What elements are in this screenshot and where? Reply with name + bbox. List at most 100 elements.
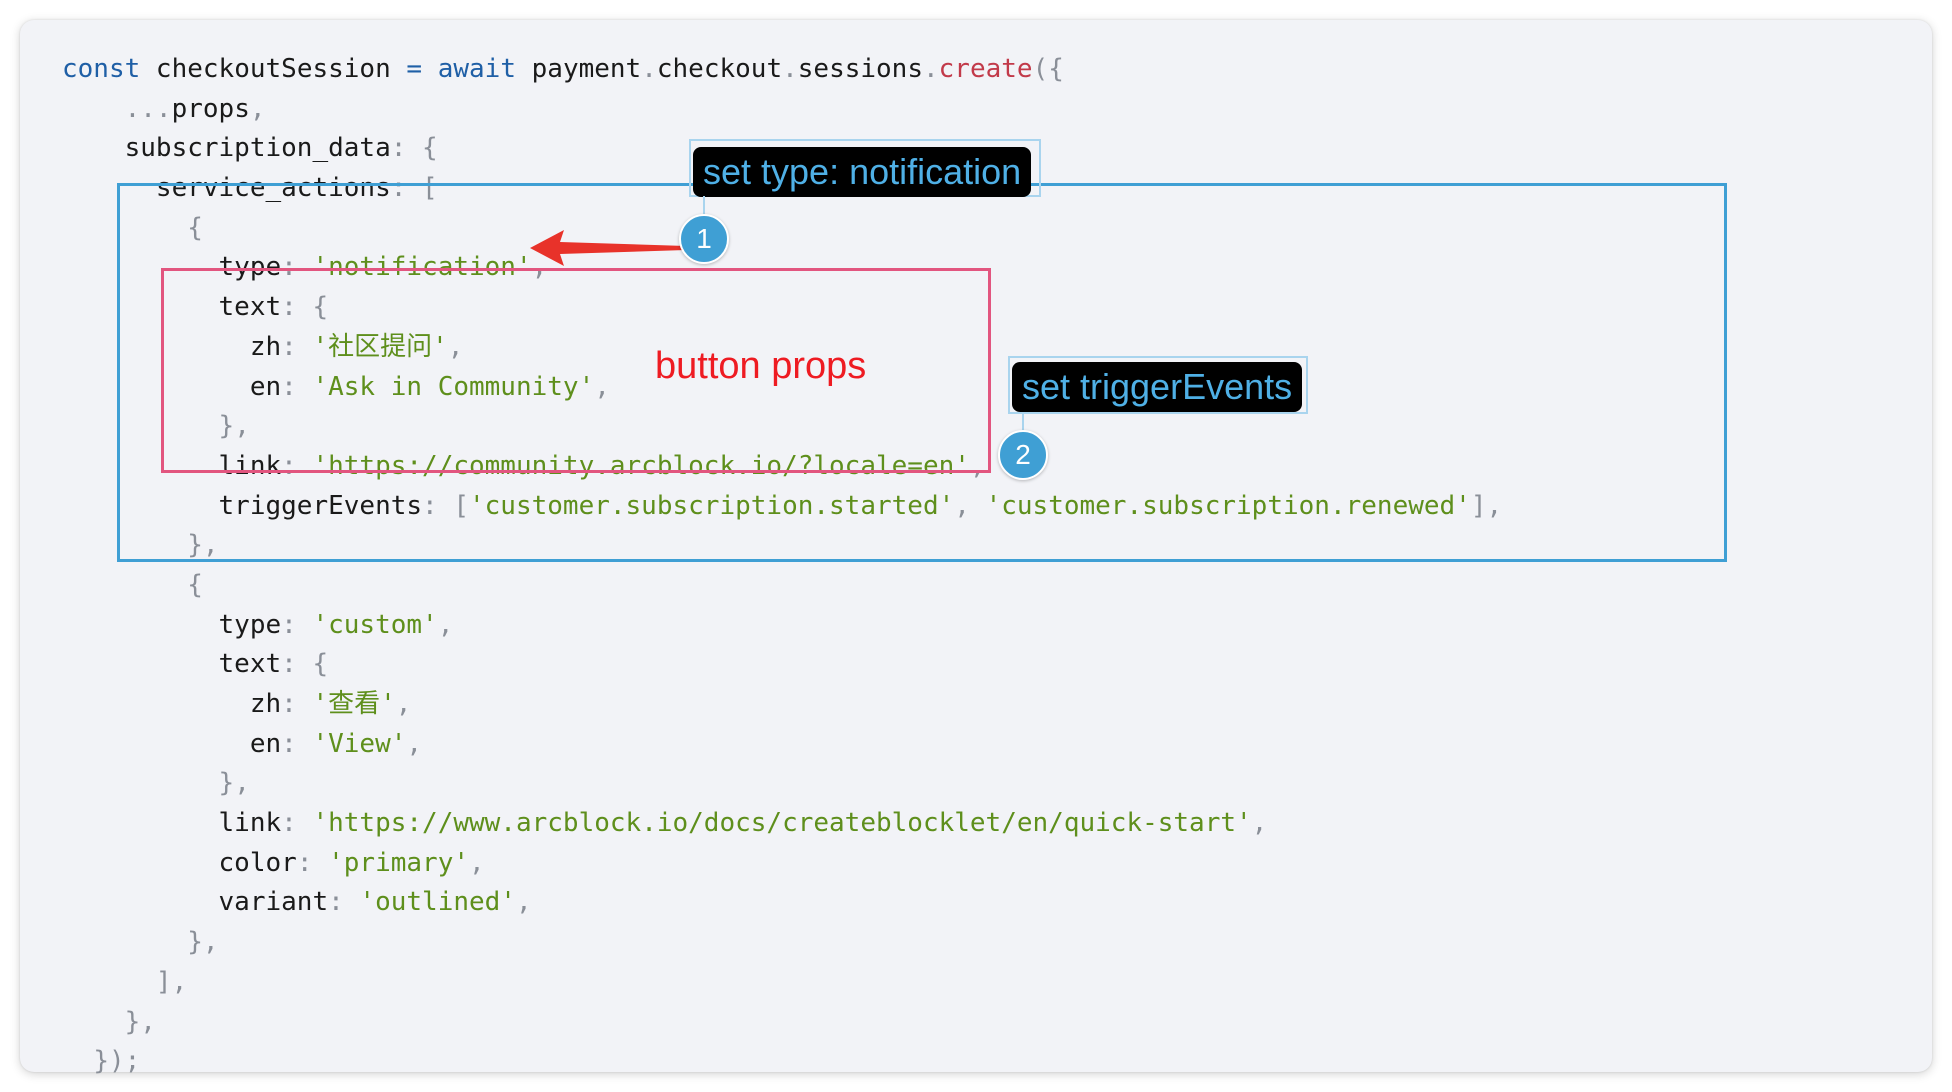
code-line: link: 'https://community.arcblock.io/?lo…: [62, 447, 1502, 487]
code-line: variant: 'outlined',: [62, 883, 1502, 923]
code-token: :: [281, 292, 297, 323]
code-token: :: [281, 728, 297, 759]
code-line: const checkoutSession = await payment.ch…: [62, 50, 1502, 90]
code-line: link: 'https://www.arcblock.io/docs/crea…: [62, 804, 1502, 844]
code-line: zh: '查看',: [62, 685, 1502, 725]
code-token: checkoutSession: [140, 54, 407, 84]
code-block: const checkoutSession = await payment.ch…: [62, 50, 1502, 1082]
code-line: en: 'Ask in Community',: [62, 368, 1502, 408]
code-line: },: [62, 1003, 1502, 1043]
code-token: ],: [1470, 490, 1503, 521]
code-token: zh: [62, 689, 282, 719]
step-badge-1: 1: [679, 214, 729, 264]
code-token: {: [422, 133, 438, 164]
code-token: ],: [155, 966, 188, 997]
code-token: [62, 1046, 93, 1076]
code-token: :: [281, 371, 297, 402]
code-token: text: [62, 292, 282, 323]
code-token: ,: [969, 450, 986, 481]
code-token: [62, 967, 156, 997]
code-line: },: [62, 526, 1502, 566]
code-token: 'custom': [312, 609, 438, 640]
code-token: ,: [515, 887, 532, 918]
code-token: :: [281, 609, 297, 640]
code-token: :: [422, 490, 438, 521]
code-line: {: [62, 566, 1502, 606]
code-token: [62, 570, 187, 600]
code-line: text: {: [62, 288, 1502, 328]
code-line: type: 'custom',: [62, 606, 1502, 646]
code-token: ,: [954, 490, 970, 521]
code-token: });: [93, 1046, 141, 1077]
code-token: [: [422, 173, 438, 204]
code-token: text: [62, 649, 282, 680]
code-token: [297, 610, 313, 640]
code-token: 'https://community.arcblock.io/?locale=e…: [312, 450, 970, 481]
code-line: });: [62, 1042, 1502, 1082]
code-token: [62, 1007, 125, 1037]
code-token: [62, 768, 219, 798]
code-token: ,: [395, 689, 412, 719]
button-props-highlight-box: [161, 268, 991, 473]
code-token: ,: [469, 847, 485, 878]
step-badge-2: 2: [998, 430, 1048, 480]
code-token: ...: [124, 93, 172, 124]
code-token: color: [62, 847, 297, 878]
code-token: },: [218, 411, 250, 442]
code-token: [297, 808, 313, 838]
code-token: ,: [447, 331, 464, 362]
annotation-tag-trigger-events: set triggerEvents: [1012, 362, 1303, 412]
code-token: [297, 689, 313, 719]
code-token: },: [124, 1006, 156, 1037]
code-token: service_actions: [62, 173, 391, 204]
code-token: [344, 887, 360, 917]
code-token: en: [62, 371, 282, 402]
code-token: variant: [62, 887, 329, 918]
code-line: en: 'View',: [62, 725, 1502, 765]
code-token: 'customer.subscription.renewed': [985, 490, 1471, 521]
arrow-icon: [530, 230, 686, 266]
code-token: {: [312, 292, 329, 323]
code-token: {: [187, 212, 203, 243]
connector-line-2: [1022, 413, 1024, 432]
code-token: '查看': [312, 689, 396, 719]
code-token: ,: [1251, 808, 1268, 839]
code-token: type: [62, 609, 282, 640]
code-token: triggerEvents: [62, 490, 423, 521]
code-token: .: [782, 54, 798, 84]
code-token: ,: [531, 252, 548, 283]
code-token: :: [281, 649, 297, 680]
code-token: link: [62, 450, 282, 481]
code-token: :: [281, 450, 297, 481]
annotation-tag-type: set type: notification: [693, 147, 1032, 197]
code-token: 'Ask in Community': [312, 371, 595, 402]
code-token: ,: [249, 93, 266, 124]
code-token: type: [62, 252, 282, 283]
code-token: [62, 94, 125, 124]
code-line: },: [62, 923, 1502, 963]
tag-frame-2: [1008, 356, 1308, 414]
code-token: [: [453, 490, 469, 521]
code-token: en: [62, 728, 282, 759]
code-line: },: [62, 764, 1502, 804]
code-token: :: [390, 173, 407, 204]
code-token: },: [187, 927, 219, 958]
code-token: :: [281, 808, 297, 839]
code-token: '社区提问': [312, 331, 448, 362]
code-token: :: [296, 847, 313, 878]
code-token: :: [281, 331, 297, 362]
code-token: await: [437, 54, 516, 84]
code-token: sessions: [797, 54, 923, 84]
code-line: text: {: [62, 645, 1502, 685]
code-line: type: 'notification',: [62, 248, 1502, 288]
code-line: color: 'primary',: [62, 844, 1502, 884]
code-token: const: [62, 54, 141, 84]
code-line: zh: '社区提问',: [62, 328, 1502, 368]
code-line: ...props,: [62, 90, 1502, 130]
code-token: link: [62, 808, 282, 839]
code-token: [422, 54, 438, 84]
code-token: props: [171, 93, 250, 124]
code-token: [406, 133, 422, 163]
code-token: [312, 848, 328, 878]
code-token: :: [390, 133, 407, 164]
